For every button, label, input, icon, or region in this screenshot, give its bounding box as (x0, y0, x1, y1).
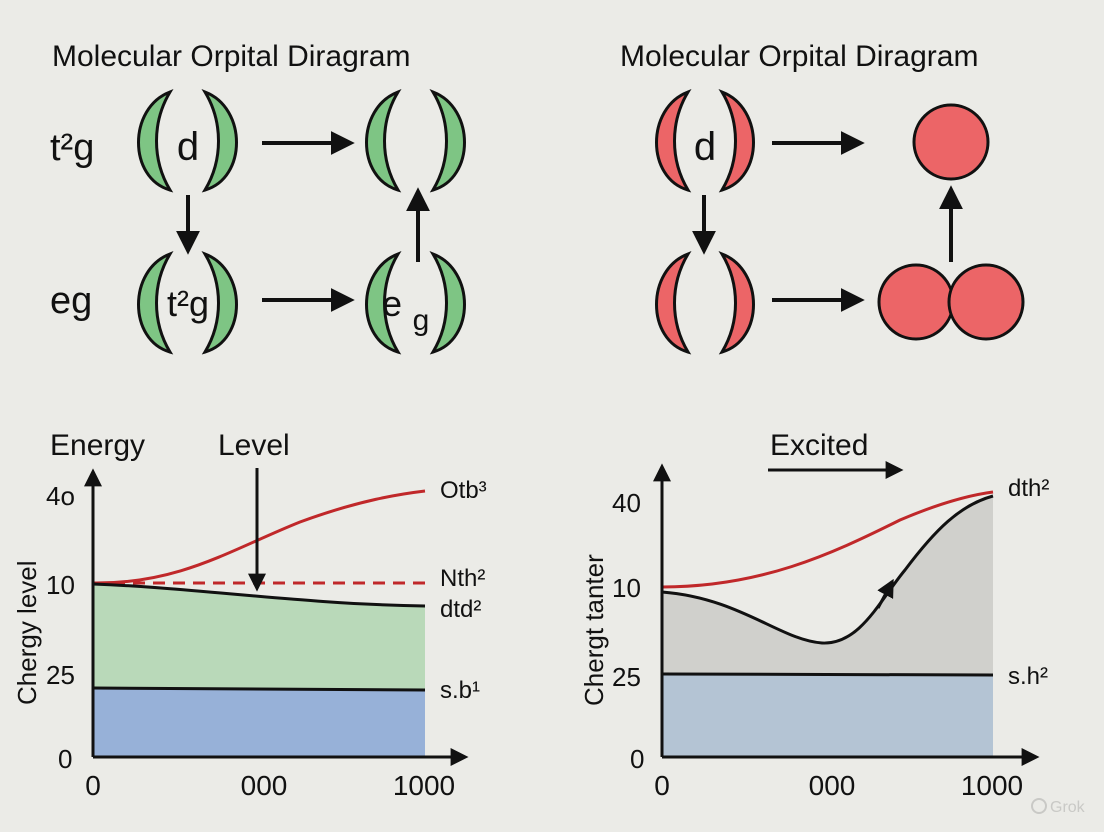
y-tick-label: 25 (612, 662, 641, 692)
series-label-bottom-line: s.b¹ (440, 677, 480, 704)
right-orbital-diagram: d (655, 89, 1025, 355)
black-curve (92, 582, 426, 608)
lobe-left (655, 251, 692, 355)
orbital-label-d: d (694, 125, 716, 169)
orbital-sphere-top (912, 103, 990, 181)
x-tick-label: 1000 (961, 770, 1023, 801)
lobe-left (365, 89, 402, 193)
x-tick-label: 0 (654, 770, 670, 801)
orbital-label-g-sub: g (413, 304, 430, 337)
orbital-label-e: e (382, 283, 402, 324)
orbital-bottom-left: t²g (137, 251, 238, 355)
bottom-line (92, 686, 426, 692)
orbital-label-t2g: t²g (167, 283, 209, 324)
watermark-icon (1031, 798, 1047, 814)
chart-title-energy: Energy (50, 429, 145, 462)
lobe-right (718, 89, 755, 193)
x-tick-label: 000 (809, 770, 856, 801)
orbital-top-right (365, 89, 466, 193)
y-axis-label: Chergt tanter (579, 554, 609, 706)
x-tick-label: 000 (241, 770, 288, 801)
bottom-line (661, 672, 994, 677)
chart-title-level: Level (218, 429, 290, 462)
lobe-right (201, 89, 238, 193)
right-panel-title: Molecular Orpital Diragram (620, 40, 978, 73)
lobe-right (429, 251, 466, 355)
lobe-left (655, 89, 692, 193)
series-label-black-curve: dtd² (440, 596, 481, 623)
y-tick-label: 4o (46, 481, 75, 511)
y-tick-label: 10 (46, 570, 75, 600)
curve-direction-arrow (876, 578, 894, 609)
left-orbital-diagram: t²g eg d t²g e g (50, 89, 466, 355)
x-tick-label: 0 (85, 770, 101, 801)
y-tick-label: 25 (46, 660, 75, 690)
blue-area (662, 674, 993, 757)
row-label-t2g: t²g (50, 127, 94, 169)
lobe-left (137, 89, 174, 193)
chart-title-excited: Excited (770, 429, 868, 462)
series-label-red-curve: dth² (1008, 475, 1049, 502)
red-curve (92, 489, 426, 585)
series-label-bottom-line: s.h² (1008, 663, 1048, 690)
orbital-label-d: d (177, 125, 199, 169)
orbital-top-left-red: d (655, 89, 755, 193)
series-label-red-curve: Otb³ (440, 477, 487, 504)
black-curve (661, 494, 994, 645)
red-curve (661, 490, 994, 589)
lobe-right (429, 89, 466, 193)
lobe-right (201, 251, 238, 355)
y-tick-label: 40 (612, 488, 641, 518)
lobe-left (365, 251, 402, 355)
y-tick-label: 10 (612, 573, 641, 603)
y-axis-label: Chergy level (12, 560, 42, 705)
grey-area (662, 496, 993, 675)
blue-area (93, 688, 425, 757)
series-label-dashed: Nth² (440, 565, 485, 592)
left-panel-title: Molecular Orpital Diragram (52, 40, 410, 73)
row-label-eg: eg (50, 280, 92, 322)
green-area (93, 584, 425, 690)
right-excited-chart: Excited Chergt tanter 40 10 25 0 0 000 1… (579, 429, 1049, 801)
orbital-top-left: d (137, 89, 238, 193)
lobe-right (718, 251, 755, 355)
lobe-left (137, 251, 174, 355)
orbital-bottom-right: e g (365, 251, 466, 355)
watermark-text: Grok (1050, 799, 1086, 816)
orbital-bottom-left-red (655, 251, 755, 355)
watermark: Grok (1031, 798, 1086, 816)
x-tick-label: 1000 (393, 770, 455, 801)
y-tick-label: 0 (630, 744, 644, 774)
y-tick-label: 0 (58, 744, 72, 774)
left-energy-chart: Energy Level Chergy level 4o 10 25 0 0 0… (12, 429, 487, 801)
orbital-double-sphere (877, 263, 1025, 341)
